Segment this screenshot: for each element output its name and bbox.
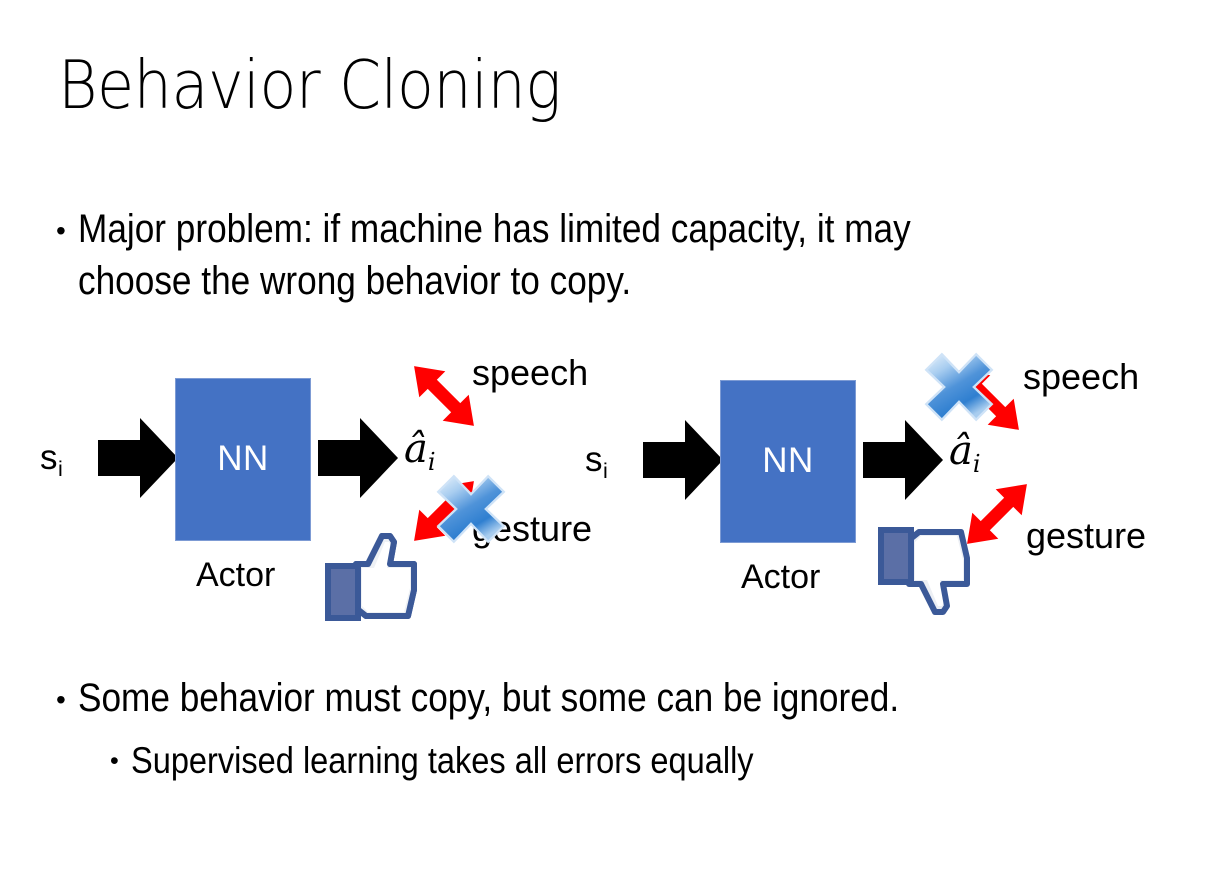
left-actor-label: Actor [196,556,276,594]
thumbs-down-icon [875,522,975,622]
bullet-marker-icon: • [56,684,66,715]
left-state-label: si [40,438,63,481]
left-speech-label: speech [472,352,589,393]
right-action-label: âi [949,428,981,478]
right-gesture-arrow-icon [951,468,1043,560]
bullet-text-3: Supervised learning takes all errors equ… [130,740,754,781]
left-nn-label: NN [217,438,269,478]
right-actor-label: Actor [741,558,821,596]
bullet-text-1: Major problem: if machine has limited ca… [77,207,911,303]
output-arrow-icon [863,418,943,502]
bullet-marker-icon: • [56,215,66,246]
left-diagram: si NN Actor âi [0,330,620,640]
right-diagram: si NN Actor âi [545,330,1210,640]
output-arrow-icon [318,416,398,500]
input-arrow-icon [643,418,723,502]
right-gesture-label: gesture [1026,515,1147,556]
page-title: Behavior Cloning [58,46,561,124]
left-speech-arrow-icon [398,350,490,442]
left-nn-box: NN [175,378,311,541]
left-cross-out-icon [432,470,510,548]
thumbs-up-icon [322,528,422,624]
right-cross-out-icon [920,348,998,426]
right-nn-label: NN [762,440,814,480]
left-action-label: âi [404,426,436,476]
right-speech-label: speech [1023,356,1140,397]
bullet-item-1: • Major problem: if machine has limited … [56,203,1156,307]
input-arrow-icon [98,416,178,500]
right-state-label: si [585,440,608,483]
bullet-item-3: • Supervised learning takes all errors e… [110,736,1170,786]
bullet-item-2: • Some behavior must copy, but some can … [56,672,1176,724]
bullet-text-2: Some behavior must copy, but some can be… [77,676,899,720]
bullet-marker-icon: • [110,747,119,775]
right-nn-box: NN [720,380,856,543]
